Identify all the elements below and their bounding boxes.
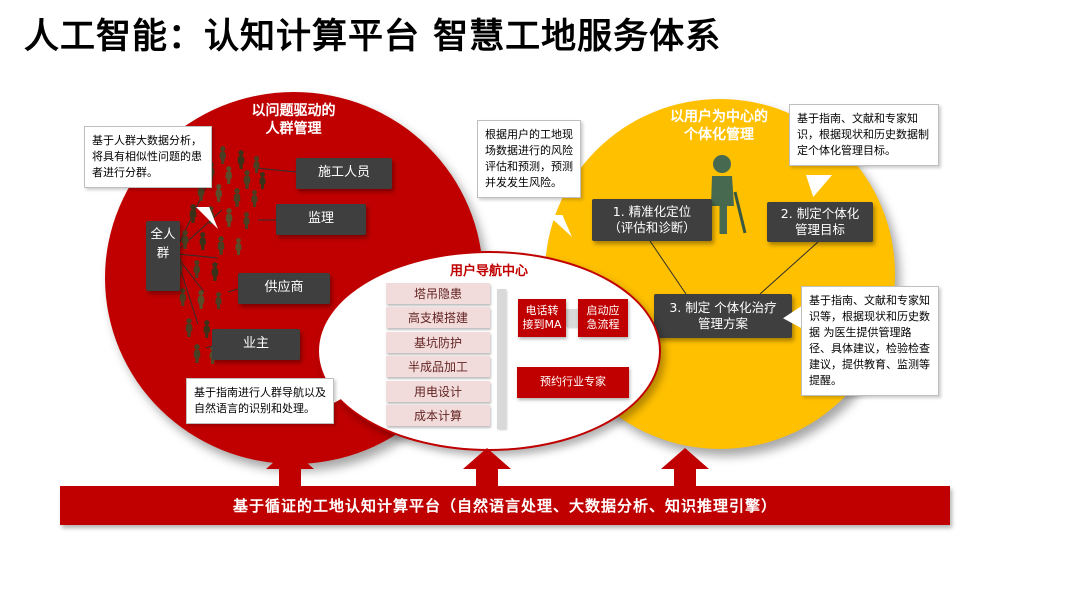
step-box-precise-positioning: 1. 精准化定位 （评估和诊断）	[592, 199, 712, 241]
hazard-item-semi-finished: 半成品加工	[386, 356, 490, 377]
arrow-stem	[279, 469, 301, 486]
hazard-item-electrical-design: 用电设计	[386, 381, 490, 402]
platform-banner: 基于循证的工地认知计算平台（自然语言处理、大数据分析、知识推理引擎）	[60, 486, 950, 525]
page-title: 人工智能：认知计算平台 智慧工地服务体系	[24, 17, 722, 57]
hazard-item-pit-protection: 基坑防护	[386, 332, 490, 353]
role-box-owner: 业主	[212, 329, 300, 360]
right-circle-heading: 以用户为中心的 个体化管理	[670, 109, 768, 144]
callout-goal-setting: 基于指南、文献和专家知识，根据现状和历史数据制定个体化管理目标。	[789, 104, 939, 166]
up-arrow-left	[266, 448, 314, 486]
left-circle-heading: 以问题驱动的 人群管理	[251, 103, 336, 138]
arrow-head	[661, 448, 709, 469]
step-box-treatment-plan: 3. 制定 个体化治疗 管理方案	[654, 294, 792, 338]
role-box-supervisor: 监理	[276, 204, 366, 235]
arrow-head	[463, 448, 511, 469]
connector-bar	[497, 289, 506, 429]
action-box-book-expert: 预约行业专家	[517, 367, 629, 398]
role-box-supplier: 供应商	[238, 273, 330, 304]
callout-navigation-nlp: 基于指南进行人群导航以及自然语言的识别和处理。	[186, 378, 334, 424]
role-box-construction-workers: 施工人员	[296, 158, 392, 189]
arrow-stem	[476, 469, 498, 486]
callout-management-plan: 基于指南、文献和专家知识等，根据现状和历史数据 为医生提供管理路径、具体建议，检…	[801, 286, 939, 396]
action-box-emergency-process: 启动应 急流程	[578, 299, 628, 337]
connector-bar-small	[566, 309, 578, 327]
up-arrow-center	[463, 448, 511, 486]
arrow-stem	[674, 469, 696, 486]
group-all-population-box: 全人群	[146, 221, 180, 291]
step-box-individual-goals: 2. 制定个体化 管理目标	[767, 202, 873, 242]
hazard-item-tower-crane: 塔吊隐患	[386, 283, 490, 304]
hazard-item-cost-calc: 成本计算	[386, 405, 490, 426]
action-box-phone-transfer: 电话转 接到MA	[518, 299, 566, 337]
callout-crowd-analysis: 基于人群大数据分析，将具有相似性问题的患者进行分群。	[84, 126, 212, 188]
hazard-item-formwork: 高支模搭建	[386, 307, 490, 328]
arrow-head	[266, 448, 314, 469]
navigation-center-heading: 用户导航中心	[449, 264, 528, 279]
up-arrow-right	[661, 448, 709, 486]
callout-risk-assessment: 根据用户的工地现场数据进行的风险评估和预测，预测并发发生风险。	[477, 120, 581, 198]
